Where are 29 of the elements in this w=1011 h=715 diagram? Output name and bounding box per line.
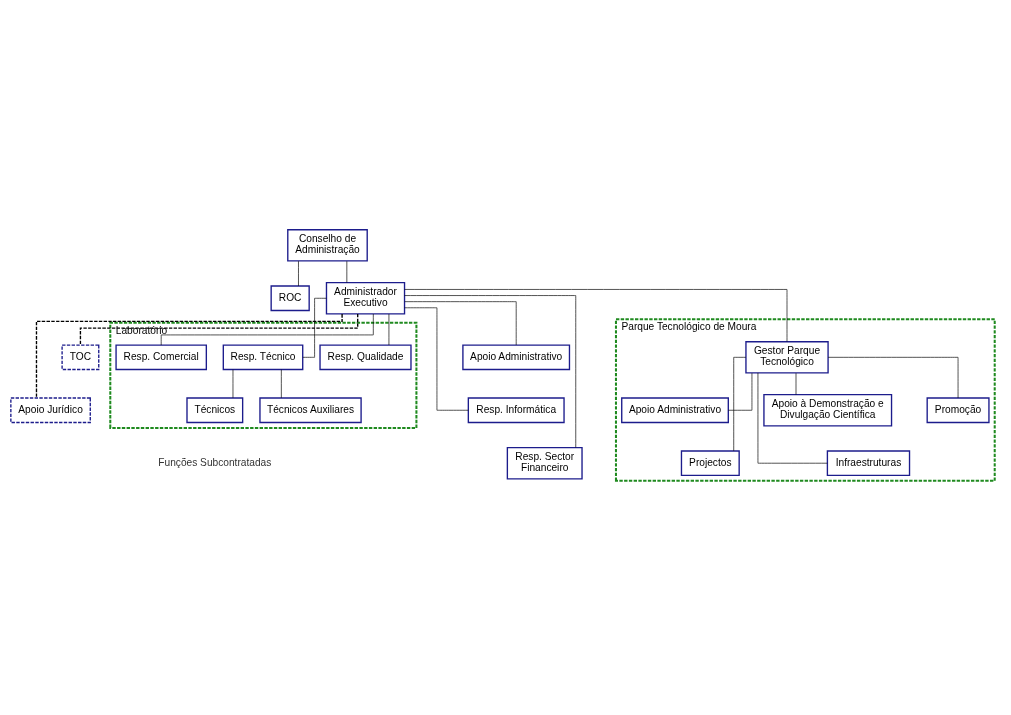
- node-box: Gestor Parque Tecnológico: [745, 340, 829, 374]
- node-box: Resp. Informática: [467, 396, 565, 423]
- connector: [160, 313, 374, 345]
- node-box: Resp. Comercial: [115, 343, 207, 370]
- connector: [404, 294, 577, 448]
- node-box: Infraestruturas: [826, 449, 911, 476]
- connector: [79, 312, 359, 345]
- node-box: Projectos: [680, 449, 740, 476]
- node-box: ROC: [270, 284, 310, 311]
- node-box: Técnicos: [186, 396, 244, 423]
- node-box: Apoio à Demonstração e Divulgação Científica: [763, 393, 893, 427]
- connector: [404, 288, 788, 342]
- node-box: Conselho de Administração: [287, 228, 368, 262]
- node-box: Apoio Jurídico: [10, 396, 91, 423]
- node-box: Técnicos Auxiliares: [259, 396, 362, 423]
- connector: [281, 368, 282, 398]
- node-box: Resp. Técnico: [222, 343, 304, 370]
- node-box: Administrador Executivo: [325, 281, 406, 315]
- node-box: TOC: [61, 343, 100, 370]
- connector: [35, 312, 343, 399]
- legend-label: Funções Subcontratadas: [158, 456, 272, 468]
- node-box: Resp. Sector Financeiro: [506, 446, 583, 479]
- node-box: Resp. Qualidade: [319, 343, 412, 370]
- node-box: Apoio Administrativo: [462, 343, 571, 370]
- node-box: Apoio Administrativo: [621, 396, 729, 423]
- connector: [298, 260, 299, 286]
- connector: [733, 356, 747, 451]
- node-box: Promoção: [926, 396, 990, 423]
- connector: [728, 372, 753, 411]
